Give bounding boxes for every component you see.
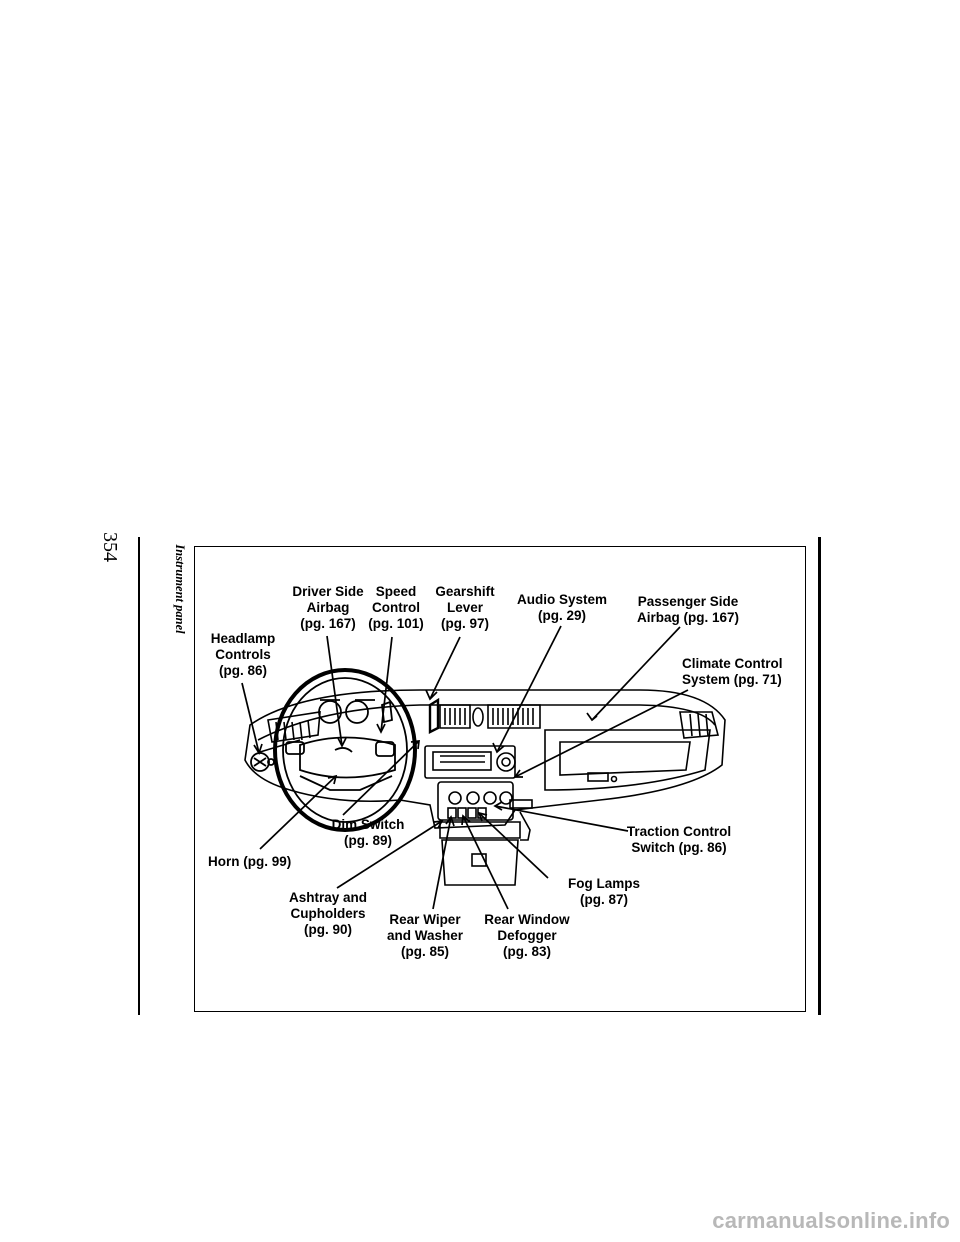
callout-traction-control-switch: Traction Control Switch (pg. 86) [626, 824, 732, 855]
figure-frame [194, 546, 806, 1012]
watermark: carmanualsonline.info [712, 1208, 950, 1233]
callout-leader-lines [241, 625, 689, 910]
callout-fog-lamps: Fog Lamps (pg. 87) [567, 876, 640, 907]
callout-horn: Horn (pg. 99) [208, 854, 292, 869]
headlamp-knob [250, 752, 275, 772]
callout-rear-window-defogger: Rear Window Defogger (pg. 83) [484, 912, 570, 959]
callout-passenger-side-airbag: Passenger Side Airbag (pg. 167) [636, 594, 739, 625]
callout-audio-system: Audio System (pg. 29) [516, 592, 608, 623]
callout-climate-control-system: Climate Control System (pg. 71) [682, 656, 783, 687]
callout-ashtray-cupholders: Ashtray and Cupholders (pg. 90) [288, 890, 368, 937]
callout-rear-wiper-washer: Rear Wiper and Washer (pg. 85) [386, 912, 464, 959]
callout-dim-switch: Dim Switch (pg. 89) [331, 817, 405, 848]
callout-driver-side-airbag: Driver Side Airbag (pg. 167) [292, 584, 364, 631]
callout-speed-control: Speed Control (pg. 101) [368, 584, 424, 631]
right-margin-rule [818, 537, 821, 1015]
callout-headlamp-controls: Headlamp Controls (pg. 86) [210, 631, 276, 678]
steering-wheel [273, 668, 417, 832]
left-margin-rule [138, 537, 140, 1015]
callout-gearshift-lever: Gearshift Lever (pg. 97) [435, 584, 495, 631]
